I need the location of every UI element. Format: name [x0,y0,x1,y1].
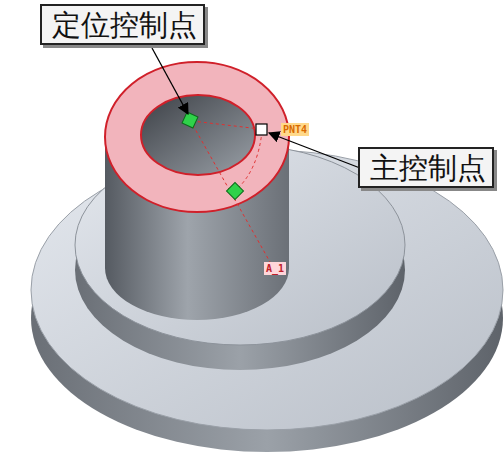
boss-top-face [105,62,289,212]
locating-control-point [182,112,198,128]
sketch-line [192,121,260,129]
point-tag: PNT4 [281,123,309,136]
callout-box: 定位控制点 [40,4,205,45]
callout-box: 主控制点 [358,147,494,188]
leader-line [269,133,360,168]
bore-hole [141,95,255,175]
leader-line [152,48,188,114]
main-control-point [256,124,267,135]
callout-text: 定位控制点 [52,8,193,43]
callout-text: 主控制点 [370,151,482,186]
axis-line [190,120,270,262]
axis-tag: A_1 [264,262,286,275]
sketch-arc [236,131,262,190]
control-diamond [227,183,244,200]
